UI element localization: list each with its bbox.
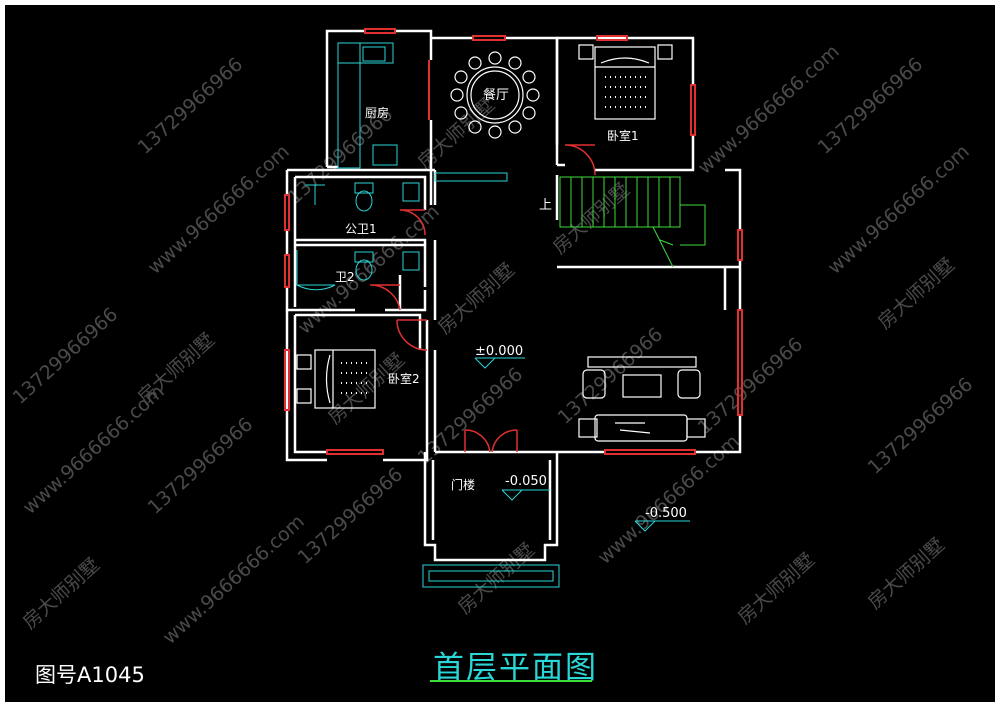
watermark-text: 13729966966 xyxy=(814,53,928,158)
stair-up-mark: 上 xyxy=(539,198,552,213)
sink-icon xyxy=(362,46,386,62)
fixtures xyxy=(296,42,690,588)
door-swing xyxy=(399,209,426,236)
elevation-floor: ±0.000 xyxy=(475,344,523,359)
bedroom2-walls xyxy=(285,310,429,462)
stair-outline xyxy=(559,176,681,228)
watermark-text: 房大师别墅 xyxy=(414,94,499,174)
washbasin-icon xyxy=(402,182,420,202)
window xyxy=(604,449,696,455)
kitchen-counter xyxy=(337,42,361,169)
window xyxy=(472,35,506,41)
room-label-bedroom2: 卧室2 xyxy=(388,371,420,386)
watermark-text: www.9666666.com xyxy=(694,40,844,178)
counter-bar xyxy=(434,172,508,182)
watermark-text: www.9666666.com xyxy=(824,140,974,278)
watermark-text: 13729966966 xyxy=(694,333,808,438)
watermark-text: www.9666666.com xyxy=(159,510,309,648)
toilet-icon xyxy=(354,182,374,194)
stove-icon xyxy=(372,144,398,166)
kitchen-walls xyxy=(325,29,433,205)
stairs xyxy=(559,176,706,268)
watermark-text: 房大师别墅 xyxy=(134,329,219,409)
walls xyxy=(285,29,742,562)
watermark-text: 房大师别墅 xyxy=(19,554,104,634)
watermark-text: 13729966966 xyxy=(134,53,248,158)
window xyxy=(284,349,290,411)
elevation-marker xyxy=(634,520,690,532)
porch-step xyxy=(422,564,560,588)
watermark-text: 13729966966 xyxy=(9,303,123,408)
window xyxy=(690,84,696,136)
watermark-text: 房大师别墅 xyxy=(454,539,539,619)
furniture xyxy=(296,44,706,442)
window xyxy=(284,194,290,231)
east-wall xyxy=(435,168,742,454)
room-label-public-bath1: 公卫1 xyxy=(345,222,377,236)
door-swing xyxy=(369,284,401,311)
windows xyxy=(284,28,743,455)
stair-landing xyxy=(652,204,706,268)
window xyxy=(326,449,384,455)
stair-walls xyxy=(555,175,740,310)
watermark-text: 房大师别墅 xyxy=(864,534,949,614)
watermark-text: 房大师别墅 xyxy=(324,349,409,429)
bed-icon xyxy=(578,44,673,120)
drawing-number: 图号A1045 xyxy=(35,663,145,687)
shower-icon xyxy=(296,250,336,291)
washbasin-icon xyxy=(402,251,420,271)
dining-table-icon xyxy=(450,51,540,139)
room-label-bath2: 卫2 xyxy=(335,270,355,284)
room-label-porch: 门楼 xyxy=(451,477,475,492)
elevation-marker xyxy=(474,357,525,369)
bedroom1-walls xyxy=(555,36,695,172)
room-label-kitchen: 厨房 xyxy=(365,105,389,120)
toilet-icon xyxy=(355,259,373,281)
porch-walls xyxy=(423,452,559,562)
watermark-text: 13729966966 xyxy=(294,463,408,568)
floor-plan-drawing: 13729966966 www.9666666.com 房大师别墅 137299… xyxy=(9,28,978,649)
doors xyxy=(369,144,596,453)
stair-treads xyxy=(570,177,671,227)
shower-head-icon xyxy=(305,184,325,205)
watermark-text: 房大师别墅 xyxy=(734,549,819,629)
elevation-porch: -0.050 xyxy=(505,474,547,489)
door-swing xyxy=(396,319,428,351)
window xyxy=(596,35,628,41)
drawing-frame: 13729966966 www.9666666.com 房大师别墅 137299… xyxy=(5,5,995,702)
room-label-dining: 餐厅 xyxy=(483,87,509,103)
watermark-text: 13729966966 xyxy=(144,413,258,518)
watermark-text: 房大师别墅 xyxy=(874,254,959,334)
watermark-text: 房大师别墅 xyxy=(549,179,634,259)
bath-inner xyxy=(293,175,427,310)
elevation-marker xyxy=(501,489,550,501)
porch-inner xyxy=(431,460,552,540)
porch-step xyxy=(428,570,554,582)
elevation-outside: -0.500 xyxy=(645,506,687,521)
watermark-text: 13729966966 xyxy=(864,373,978,478)
window xyxy=(284,254,290,288)
central-walls xyxy=(425,170,437,452)
watermark-text: 13729966966 xyxy=(554,323,668,428)
title-underline xyxy=(430,680,592,682)
window xyxy=(737,309,743,416)
room-label-bedroom1: 卧室1 xyxy=(607,128,639,143)
window xyxy=(737,229,743,261)
labels: 厨房 餐厅 卧室1 卧室2 公卫1 卫2 门楼 上 ±0.000 -0.050 … xyxy=(335,87,687,521)
bed-icon xyxy=(296,349,376,409)
door-swing xyxy=(564,144,596,176)
entry-door xyxy=(464,429,518,453)
watermark-text: www.9666666.com xyxy=(144,140,294,278)
watermark-text: 房大师别墅 xyxy=(434,259,519,339)
sofa-set-icon xyxy=(578,356,706,442)
toilet-icon xyxy=(355,190,373,212)
toilet-icon xyxy=(354,251,374,263)
window xyxy=(364,28,396,34)
